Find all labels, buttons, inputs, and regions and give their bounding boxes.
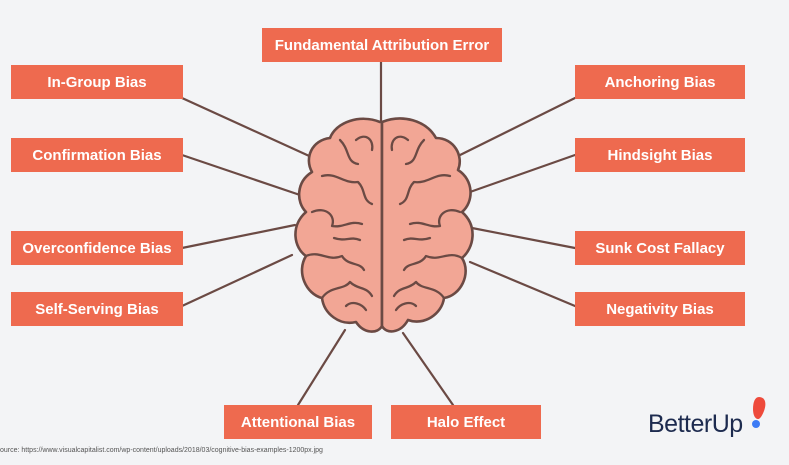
connector-halo (401, 331, 455, 407)
source-citation: ource: https://www.visualcapitalist.com/… (0, 447, 323, 454)
bias-fundamental-attribution-error: Fundamental Attribution Error (262, 28, 502, 62)
bias-overconfidence: Overconfidence Bias (11, 231, 183, 265)
connector-in-group (180, 96, 320, 162)
connector-confirmation (180, 153, 302, 197)
bias-attentional: Attentional Bias (224, 405, 372, 439)
betterup-mark-icon (752, 397, 766, 428)
bias-confirmation: Confirmation Bias (11, 138, 183, 172)
betterup-logo-text: BetterUp (648, 410, 743, 438)
bias-self-serving: Self-Serving Bias (11, 292, 183, 326)
bias-anchoring: Anchoring Bias (575, 65, 745, 99)
connector-anchoring (448, 96, 577, 162)
connector-overconfidence (180, 223, 297, 250)
connector-self-serving (180, 253, 294, 308)
bias-negativity: Negativity Bias (575, 292, 745, 326)
connector-negativity (468, 260, 577, 308)
bias-in-group: In-Group Bias (11, 65, 183, 99)
connector-hindsight (468, 153, 577, 194)
bias-sunk-cost-fallacy: Sunk Cost Fallacy (575, 231, 745, 265)
bias-halo-effect: Halo Effect (391, 405, 541, 439)
connector-sunk-cost (470, 226, 577, 250)
connector-attentional (296, 328, 347, 407)
bias-hindsight: Hindsight Bias (575, 138, 745, 172)
